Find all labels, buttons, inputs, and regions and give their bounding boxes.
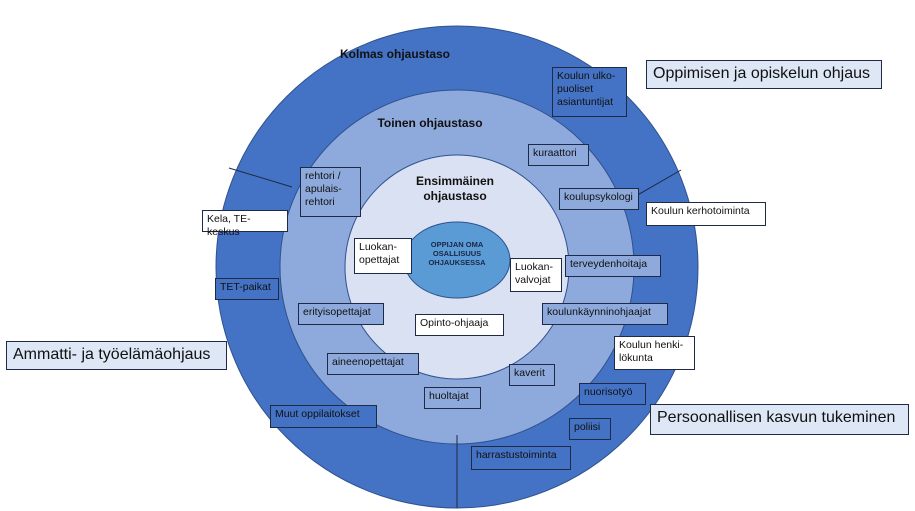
class-supervisors-line1: Luokan- xyxy=(515,261,553,273)
first-level-heading-line2: ohjaustaso xyxy=(423,189,487,203)
guardians-box: huoltajat xyxy=(424,387,481,409)
nurse-box: terveydenhoitaja xyxy=(565,255,661,277)
second-level-heading: Toinen ohjaustaso xyxy=(377,116,483,130)
third-level-heading: Kolmas ohjaustaso xyxy=(339,47,451,61)
external-experts-line1: Koulun ulko- xyxy=(557,70,616,82)
class-teachers-line1: Luokan- xyxy=(359,241,397,253)
external-experts-box: Koulun ulko- puoliset asiantuntijat xyxy=(552,67,627,117)
youth-work-box: nuorisotyö xyxy=(579,383,646,405)
core-line3: OHJAUKSESSA xyxy=(428,258,486,267)
police-box: poliisi xyxy=(569,418,611,440)
hobbies-box: harrastustoiminta xyxy=(471,446,571,470)
other-schools-box: Muut oppilaitokset xyxy=(270,405,377,428)
class-supervisors-box: Luokan- valvojat xyxy=(510,258,562,292)
first-level-heading-line1: Ensimmäinen xyxy=(415,174,495,188)
club-box: Koulun kerhotoiminta xyxy=(646,202,766,226)
special-teachers-box: erityisopettajat xyxy=(298,303,384,325)
principal-line1: rehtori / xyxy=(305,170,341,182)
curator-box: kuraattori xyxy=(528,144,589,166)
subject-teachers-box: aineenopettajat xyxy=(327,353,419,375)
kela-box: Kela, TE-keskus xyxy=(202,210,288,238)
class-supervisors-line2: valvojat xyxy=(515,274,551,286)
learning-guidance-box: Oppimisen ja opiskelun ohjaus xyxy=(646,60,882,89)
divider-left xyxy=(228,167,293,188)
class-teachers-box: Luokan- opettajat xyxy=(354,238,412,274)
principal-line3: rehtori xyxy=(305,196,335,208)
tet-box: TET-paikat xyxy=(215,278,279,300)
staff-box: Koulun henki- lökunta xyxy=(614,336,695,370)
psychologist-box: koulupsykologi xyxy=(559,188,639,210)
personal-growth-box: Persoonallisen kasvun tukeminen xyxy=(650,404,909,435)
staff-line2: lökunta xyxy=(619,352,653,364)
external-experts-line2: puoliset xyxy=(557,83,594,95)
class-teachers-line2: opettajat xyxy=(359,254,400,266)
school-coach-box: koulunkäynninohjaajat xyxy=(542,303,668,325)
core-line2: OSALLISUUS xyxy=(432,249,482,258)
principal-line2: apulais- xyxy=(305,183,342,195)
first-level-heading: Ensimmäinen ohjaustaso xyxy=(395,174,515,204)
learner-core-label: OPPIJAN OMA OSALLISUUS OHJAUKSESSA xyxy=(413,240,501,267)
study-counsellor-box: Opinto-ohjaaja xyxy=(415,314,504,336)
external-experts-line3: asiantuntijat xyxy=(557,96,614,108)
principal-box: rehtori / apulais- rehtori xyxy=(300,167,361,217)
core-line1: OPPIJAN OMA xyxy=(430,240,484,249)
friends-box: kaverit xyxy=(509,364,555,386)
career-guidance-box: Ammatti- ja työelämäohjaus xyxy=(6,341,227,370)
staff-line1: Koulun henki- xyxy=(619,339,684,351)
